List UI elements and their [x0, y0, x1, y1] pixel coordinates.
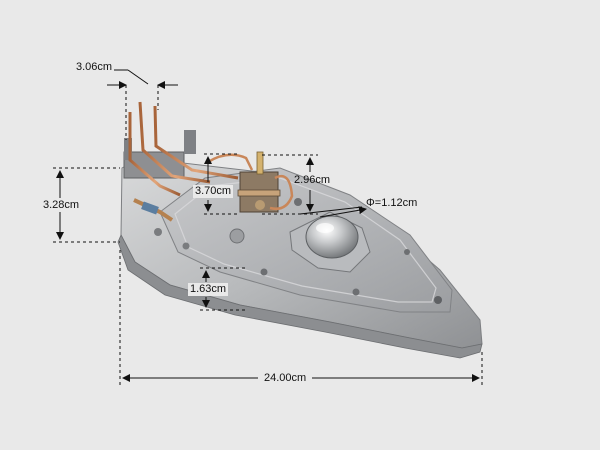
measurement-thermostat-height: 3.70cm: [193, 185, 234, 198]
screw-4: [352, 288, 360, 296]
measurement-thermostat-width: 2.96cm: [294, 174, 331, 186]
terminal-post-1: [184, 130, 196, 154]
thermostat-shaft: [256, 151, 264, 175]
measurement-top-width: 3.06cm: [74, 61, 115, 74]
screw-6: [434, 296, 442, 304]
pressure-dome: [305, 215, 359, 259]
soleplate-edge: [117, 234, 483, 359]
measurement-dome-diameter: Φ=1.12cm: [366, 197, 418, 209]
screw-2: [182, 242, 190, 250]
copper-wire-1: [128, 112, 181, 197]
screw-7: [229, 228, 245, 244]
thermostat-plate: [237, 189, 281, 197]
measurement-plate-thickness: 1.63cm: [188, 283, 229, 296]
copper-wire-2: [138, 101, 211, 184]
terminal-block: [123, 151, 185, 179]
copper-wire-3: [153, 105, 239, 180]
screw-5: [404, 249, 410, 255]
dome-highlight: [316, 223, 334, 233]
screw-1: [154, 228, 162, 236]
measurement-left-height: 3.28cm: [41, 199, 82, 212]
thermostat-knob: [255, 200, 265, 210]
measurement-total-length: 24.00cm: [262, 372, 309, 385]
copper-wire-5: [269, 174, 294, 210]
heating-element: [133, 198, 174, 222]
insulator-sleeve: [141, 201, 159, 215]
screw-3: [260, 268, 268, 276]
terminal-post-2: [124, 138, 132, 160]
copper-wire-4: [207, 153, 254, 171]
screw-8: [294, 198, 302, 206]
dimension-lines: [53, 69, 483, 385]
